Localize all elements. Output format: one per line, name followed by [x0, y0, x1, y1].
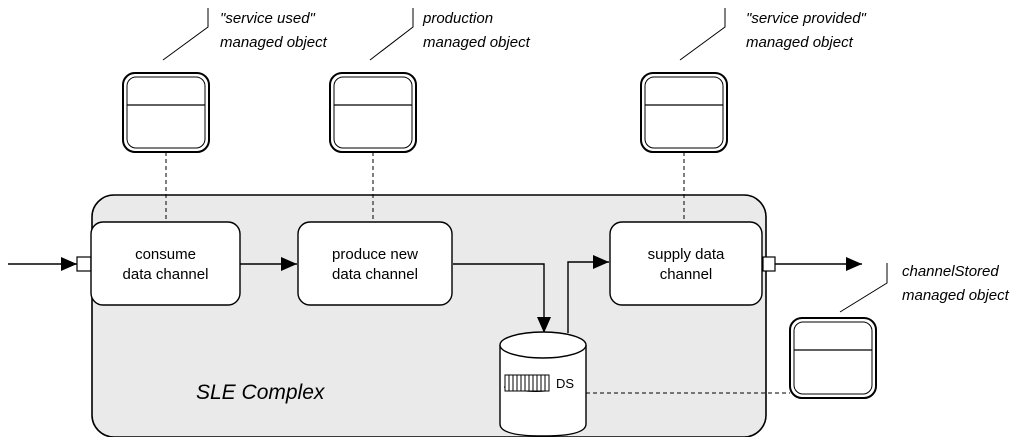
annotation-production-line1: production [422, 10, 493, 27]
process-consume-line1: consume [135, 246, 196, 263]
datastore-cylinder-icon [499, 331, 587, 437]
managed-object-service-used-icon [122, 72, 210, 153]
annotation-channel-stored-line1: channelStored [902, 263, 999, 280]
annotation-service-provided-line2: managed object [746, 34, 854, 51]
flow-lines [8, 255, 862, 333]
output-port [762, 256, 776, 272]
managed-object-service-provided-icon [640, 72, 728, 153]
process-produce-new-data-channel [297, 221, 453, 306]
process-consume-data-channel [90, 221, 241, 306]
sle-complex-label: SLE Complex [196, 381, 326, 404]
managed-object-production-icon [329, 72, 417, 153]
management-links [165, 152, 790, 394]
annotation-service-provided-line1: "service provided" [746, 10, 867, 27]
annotation-production-line2: managed object [423, 34, 531, 51]
managed-object-channel-stored-icon [789, 317, 877, 399]
input-port [76, 256, 92, 272]
annotation-leaders [162, 8, 888, 313]
annotation-channel-stored-line2: managed object [902, 287, 1010, 304]
annotation-service-used-line1: "service used" [220, 10, 316, 27]
datastore-label: DS [556, 376, 574, 391]
process-supply-line2: channel [660, 266, 713, 283]
annotation-service-used-line2: managed object [220, 34, 328, 51]
process-consume-line2: data channel [123, 266, 209, 283]
process-produce-line2: data channel [332, 266, 418, 283]
process-supply-data-channel [609, 221, 763, 306]
process-produce-line1: produce new [332, 246, 418, 263]
process-supply-line1: supply data [648, 246, 725, 263]
